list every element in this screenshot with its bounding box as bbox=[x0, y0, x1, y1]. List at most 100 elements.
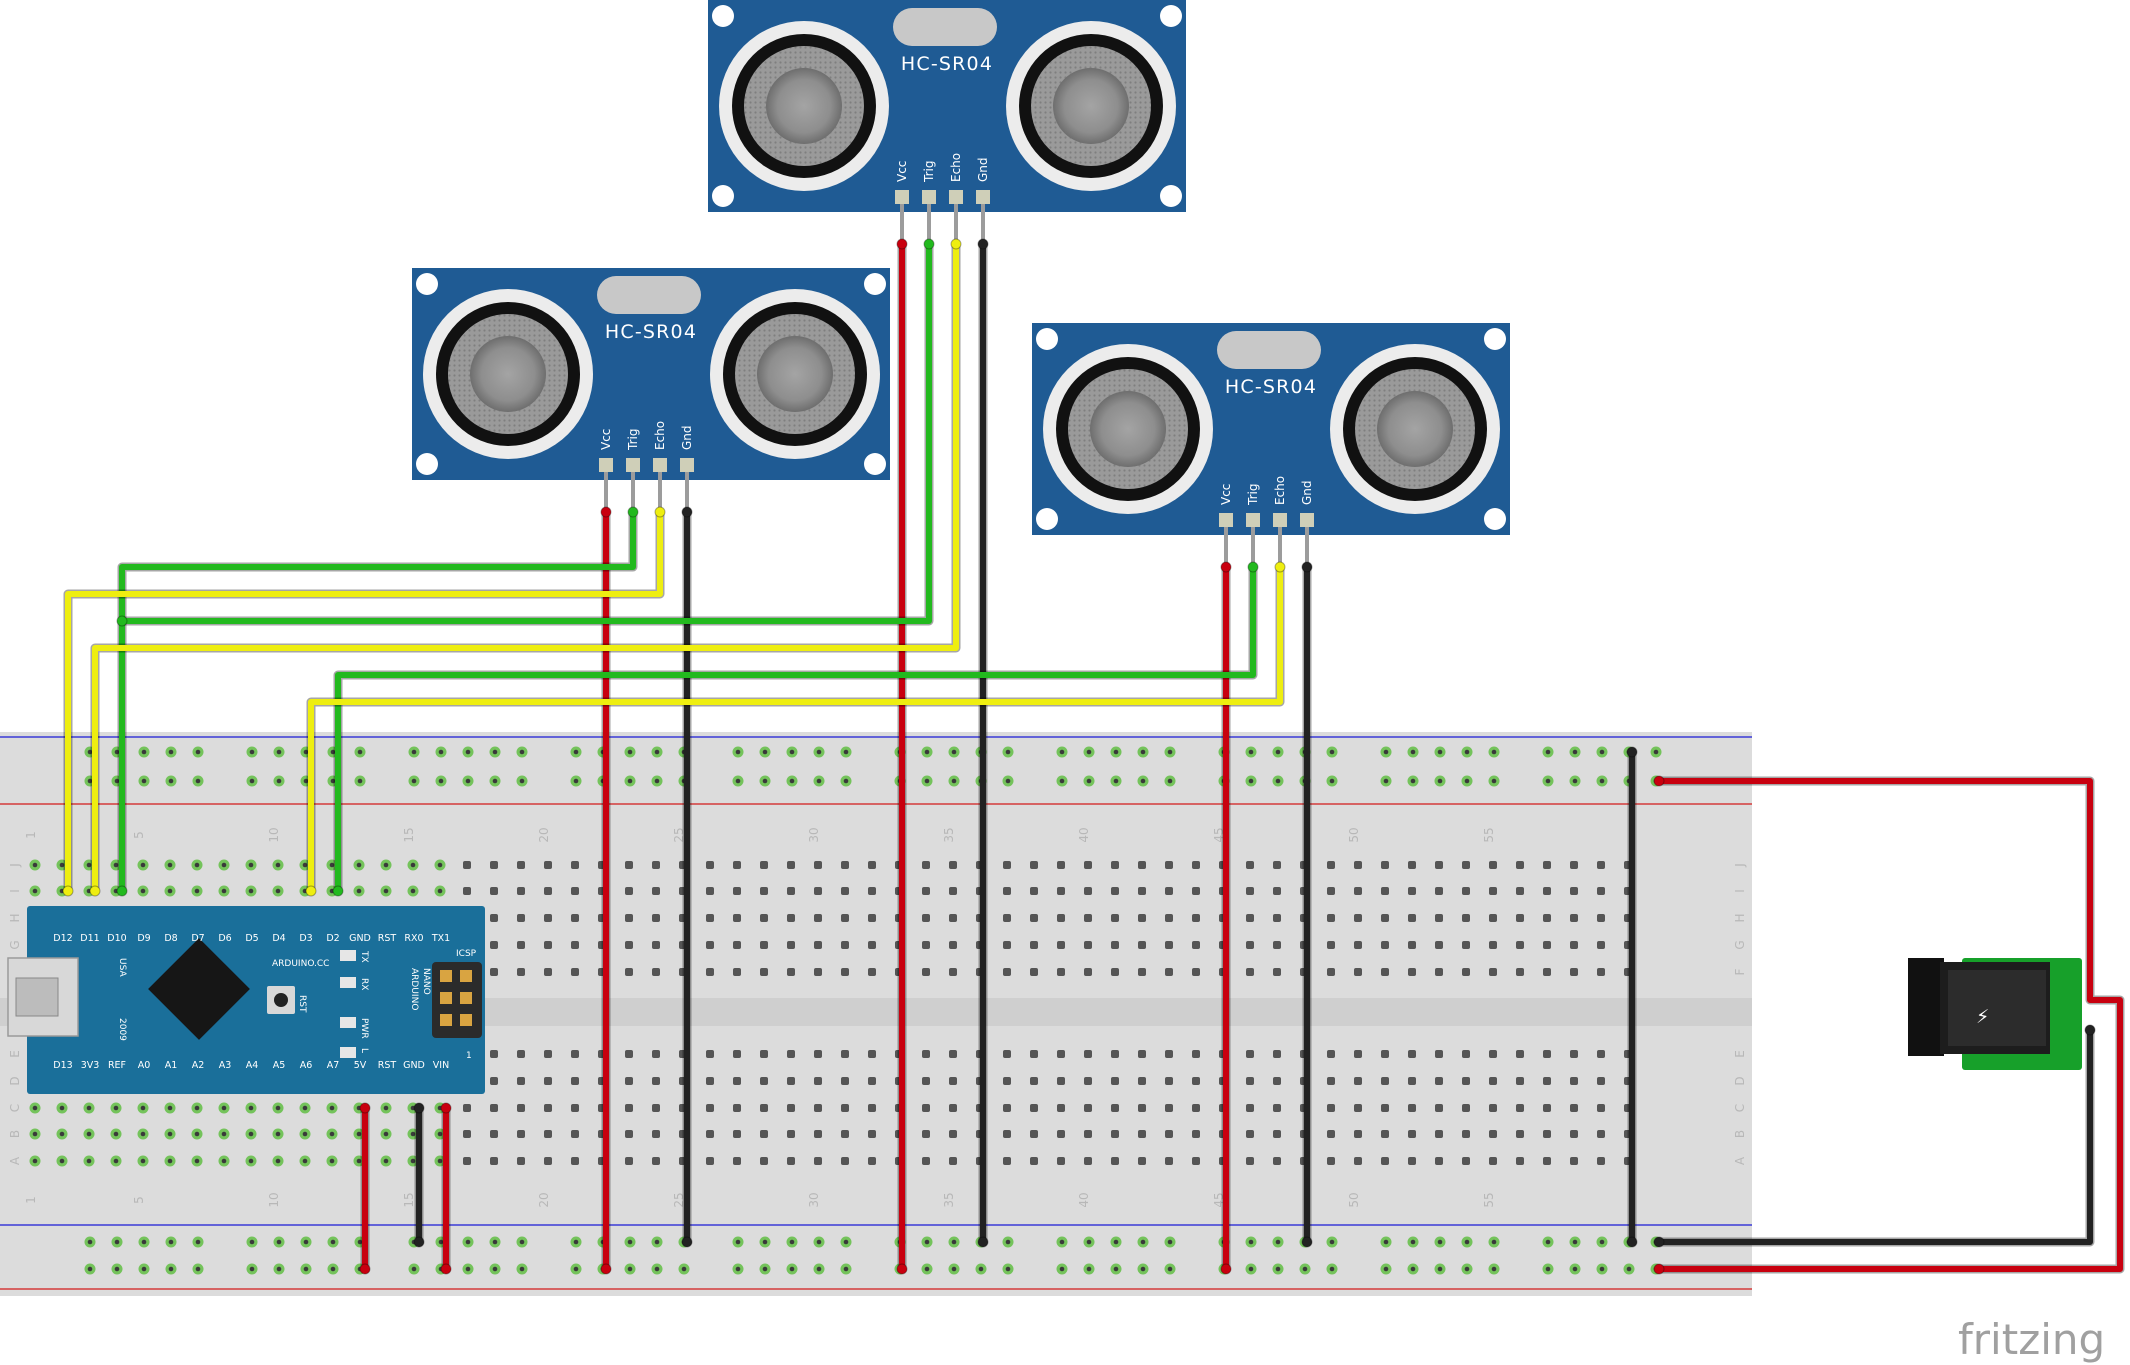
sensor-pin-label: Vcc bbox=[1219, 484, 1233, 505]
connected-hole-center bbox=[1005, 749, 1011, 755]
breadboard-hole bbox=[1030, 1050, 1038, 1058]
nano-top-pin-label: D7 bbox=[191, 933, 204, 944]
row-letter: I bbox=[1733, 889, 1747, 893]
connected-hole-center bbox=[195, 749, 201, 755]
breadboard-hole bbox=[1543, 887, 1551, 895]
breadboard-hole bbox=[1462, 1050, 1470, 1058]
connected-hole-center bbox=[330, 1266, 336, 1272]
connected-hole-center bbox=[32, 862, 38, 868]
breadboard-hole bbox=[1246, 1077, 1254, 1085]
connected-hole-center bbox=[1329, 1239, 1335, 1245]
breadboard-hole bbox=[544, 1050, 552, 1058]
connected-hole-center bbox=[32, 1131, 38, 1137]
connected-hole-center bbox=[1113, 778, 1119, 784]
breadboard-hole bbox=[1192, 914, 1200, 922]
wire-end bbox=[681, 1236, 693, 1248]
breadboard-hole bbox=[1408, 941, 1416, 949]
sensor-pin-label: Gnd bbox=[680, 425, 694, 450]
breadboard-hole bbox=[1138, 1157, 1146, 1165]
breadboard-hole bbox=[490, 861, 498, 869]
column-number: 20 bbox=[537, 827, 551, 842]
connected-hole-center bbox=[1599, 778, 1605, 784]
connected-hole-center bbox=[1545, 1239, 1551, 1245]
sensor-model-label: HC-SR04 bbox=[1225, 376, 1317, 398]
icsp-pin bbox=[440, 1014, 452, 1026]
sensor-pin-pad bbox=[653, 458, 667, 472]
connected-hole-center bbox=[248, 1158, 254, 1164]
connected-hole-center bbox=[1248, 1266, 1254, 1272]
row-letter: H bbox=[1733, 913, 1747, 922]
connected-hole-center bbox=[762, 749, 768, 755]
breadboard-hole bbox=[1138, 861, 1146, 869]
connected-hole-center bbox=[86, 1105, 92, 1111]
column-number: 15 bbox=[402, 827, 416, 842]
connected-hole-center bbox=[167, 1131, 173, 1137]
breadboard-hole bbox=[760, 1130, 768, 1138]
connected-hole-center bbox=[1329, 749, 1335, 755]
row-letter: I bbox=[8, 889, 22, 893]
breadboard-hole bbox=[1516, 941, 1524, 949]
connected-hole-center bbox=[573, 1266, 579, 1272]
breadboard-hole bbox=[1408, 1077, 1416, 1085]
sensor-pin-label: Vcc bbox=[895, 161, 909, 182]
wire-end bbox=[359, 1263, 371, 1275]
column-number: 5 bbox=[132, 1196, 146, 1204]
connected-hole-center bbox=[87, 1239, 93, 1245]
connected-hole-center bbox=[1464, 778, 1470, 784]
breadboard-hole bbox=[1165, 941, 1173, 949]
breadboard-hole bbox=[1111, 941, 1119, 949]
breadboard-hole bbox=[787, 1157, 795, 1165]
breadboard-hole bbox=[1273, 1104, 1281, 1112]
connected-hole-center bbox=[168, 778, 174, 784]
breadboard-hole bbox=[544, 861, 552, 869]
breadboard-hole bbox=[1030, 1104, 1038, 1112]
nano-bottom-pin-label: 3V3 bbox=[81, 1060, 100, 1071]
breadboard-hole bbox=[1570, 941, 1578, 949]
connected-hole-center bbox=[465, 778, 471, 784]
breadboard-hole bbox=[814, 914, 822, 922]
column-number: 40 bbox=[1077, 1192, 1091, 1207]
wire-end bbox=[950, 238, 962, 250]
connected-hole-center bbox=[248, 1105, 254, 1111]
sensor-pin-leg bbox=[658, 472, 662, 512]
sensor-model-label: HC-SR04 bbox=[605, 321, 697, 343]
nano-brand: ARDUINO.CC bbox=[272, 959, 329, 969]
breadboard-hole bbox=[1138, 968, 1146, 976]
connected-hole-center bbox=[167, 1105, 173, 1111]
nano-top-pin-label: TX1 bbox=[431, 933, 450, 944]
connected-hole-center bbox=[249, 778, 255, 784]
breadboard-hole bbox=[1408, 861, 1416, 869]
connected-hole-center bbox=[140, 1158, 146, 1164]
breadboard-hole bbox=[733, 1130, 741, 1138]
breadboard-hole bbox=[1381, 1104, 1389, 1112]
connected-hole-center bbox=[411, 778, 417, 784]
breadboard-hole bbox=[1273, 861, 1281, 869]
connected-hole-center bbox=[465, 1266, 471, 1272]
breadboard-hole bbox=[1462, 1130, 1470, 1138]
nano-top-pin-label: D11 bbox=[80, 933, 99, 944]
breadboard-hole bbox=[1111, 1104, 1119, 1112]
connected-hole-center bbox=[194, 888, 200, 894]
connected-hole-center bbox=[275, 1131, 281, 1137]
breadboard-hole bbox=[1381, 861, 1389, 869]
mounting-hole bbox=[864, 453, 886, 475]
breadboard-hole bbox=[922, 1077, 930, 1085]
breadboard-hole bbox=[1111, 1050, 1119, 1058]
connected-hole-center bbox=[1572, 1266, 1578, 1272]
breadboard-hole bbox=[1273, 914, 1281, 922]
connected-hole-center bbox=[1545, 749, 1551, 755]
connected-hole-center bbox=[194, 1158, 200, 1164]
transducer-cone bbox=[470, 336, 546, 412]
breadboard-hole bbox=[949, 887, 957, 895]
wire-top-trig bbox=[119, 241, 932, 624]
breadboard-hole bbox=[490, 1077, 498, 1085]
breadboard-hole bbox=[1435, 1050, 1443, 1058]
breadboard-hole bbox=[733, 1104, 741, 1112]
breadboard-hole bbox=[1543, 861, 1551, 869]
breadboard-hole bbox=[1570, 887, 1578, 895]
breadboard-hole bbox=[1327, 887, 1335, 895]
breadboard-hole bbox=[949, 1050, 957, 1058]
connected-hole-center bbox=[113, 862, 119, 868]
breadboard-hole bbox=[868, 968, 876, 976]
